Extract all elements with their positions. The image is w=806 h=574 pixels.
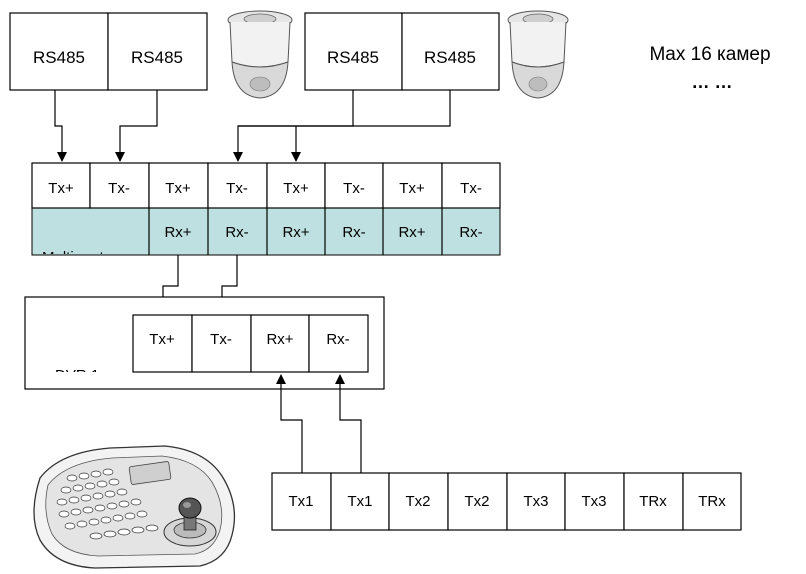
port-label: Tx- xyxy=(108,180,130,197)
max-cameras-note: Max 16 камер xyxy=(649,44,770,65)
terminal-label: Tx2 xyxy=(405,493,430,510)
port-label: Rx+ xyxy=(398,224,425,241)
dvr-label: DVR 1 xyxy=(55,367,99,384)
port-label: Tx- xyxy=(460,180,482,197)
terminal-label: Tx3 xyxy=(581,493,606,510)
multiport-label: Multi port xyxy=(42,249,105,266)
port-label: Tx- xyxy=(343,180,365,197)
terminal-label: Tx1 xyxy=(347,493,372,510)
rs485-label: RS485 xyxy=(33,48,85,67)
dome-camera-icon xyxy=(507,10,569,99)
port-label: Tx+ xyxy=(283,180,309,197)
connection-lines-top xyxy=(54,90,451,162)
multiport-block: Tx+ Tx- Tx+ Tx- Tx+ Tx- Tx+ Tx- Rx+ Rx- … xyxy=(31,162,501,266)
rs485-label: RS485 xyxy=(327,48,379,67)
rs485-label: RS485 xyxy=(424,48,476,67)
rs485-label: RS485 xyxy=(131,48,183,67)
port-label: Tx+ xyxy=(399,180,425,197)
rs485-module-right: RS485 RS485 xyxy=(304,12,500,91)
port-label: Tx- xyxy=(210,331,232,348)
ellipsis-note: … … xyxy=(691,72,732,92)
connection-lines-bottom xyxy=(276,374,362,473)
ptz-keyboard-icon xyxy=(33,445,236,569)
port-label: Rx- xyxy=(459,224,482,241)
port-label: Tx+ xyxy=(165,180,191,197)
port-label: Tx- xyxy=(226,180,248,197)
port-label: Tx+ xyxy=(149,331,175,348)
port-label: Rx+ xyxy=(164,224,191,241)
port-label: Rx- xyxy=(326,331,349,348)
terminal-label: TRx xyxy=(639,493,667,510)
terminal-label: Tx1 xyxy=(288,493,313,510)
keyboard-terminal-strip: Tx1 Tx1 Tx2 Tx2 Tx3 Tx3 TRx TRx xyxy=(271,472,742,531)
port-label: Rx- xyxy=(342,224,365,241)
terminal-label: Tx2 xyxy=(464,493,489,510)
port-label: Rx+ xyxy=(282,224,309,241)
port-label: Tx+ xyxy=(48,180,74,197)
dvr-block: Tx+ Tx- Rx+ Rx- DVR 1 xyxy=(24,296,385,390)
rs485-module-left: RS485 RS485 xyxy=(9,12,208,91)
terminal-label: TRx xyxy=(698,493,726,510)
terminal-label: Tx3 xyxy=(523,493,548,510)
dome-camera-icon xyxy=(227,10,293,99)
port-label: Rx+ xyxy=(266,331,293,348)
port-label: Rx- xyxy=(225,224,248,241)
